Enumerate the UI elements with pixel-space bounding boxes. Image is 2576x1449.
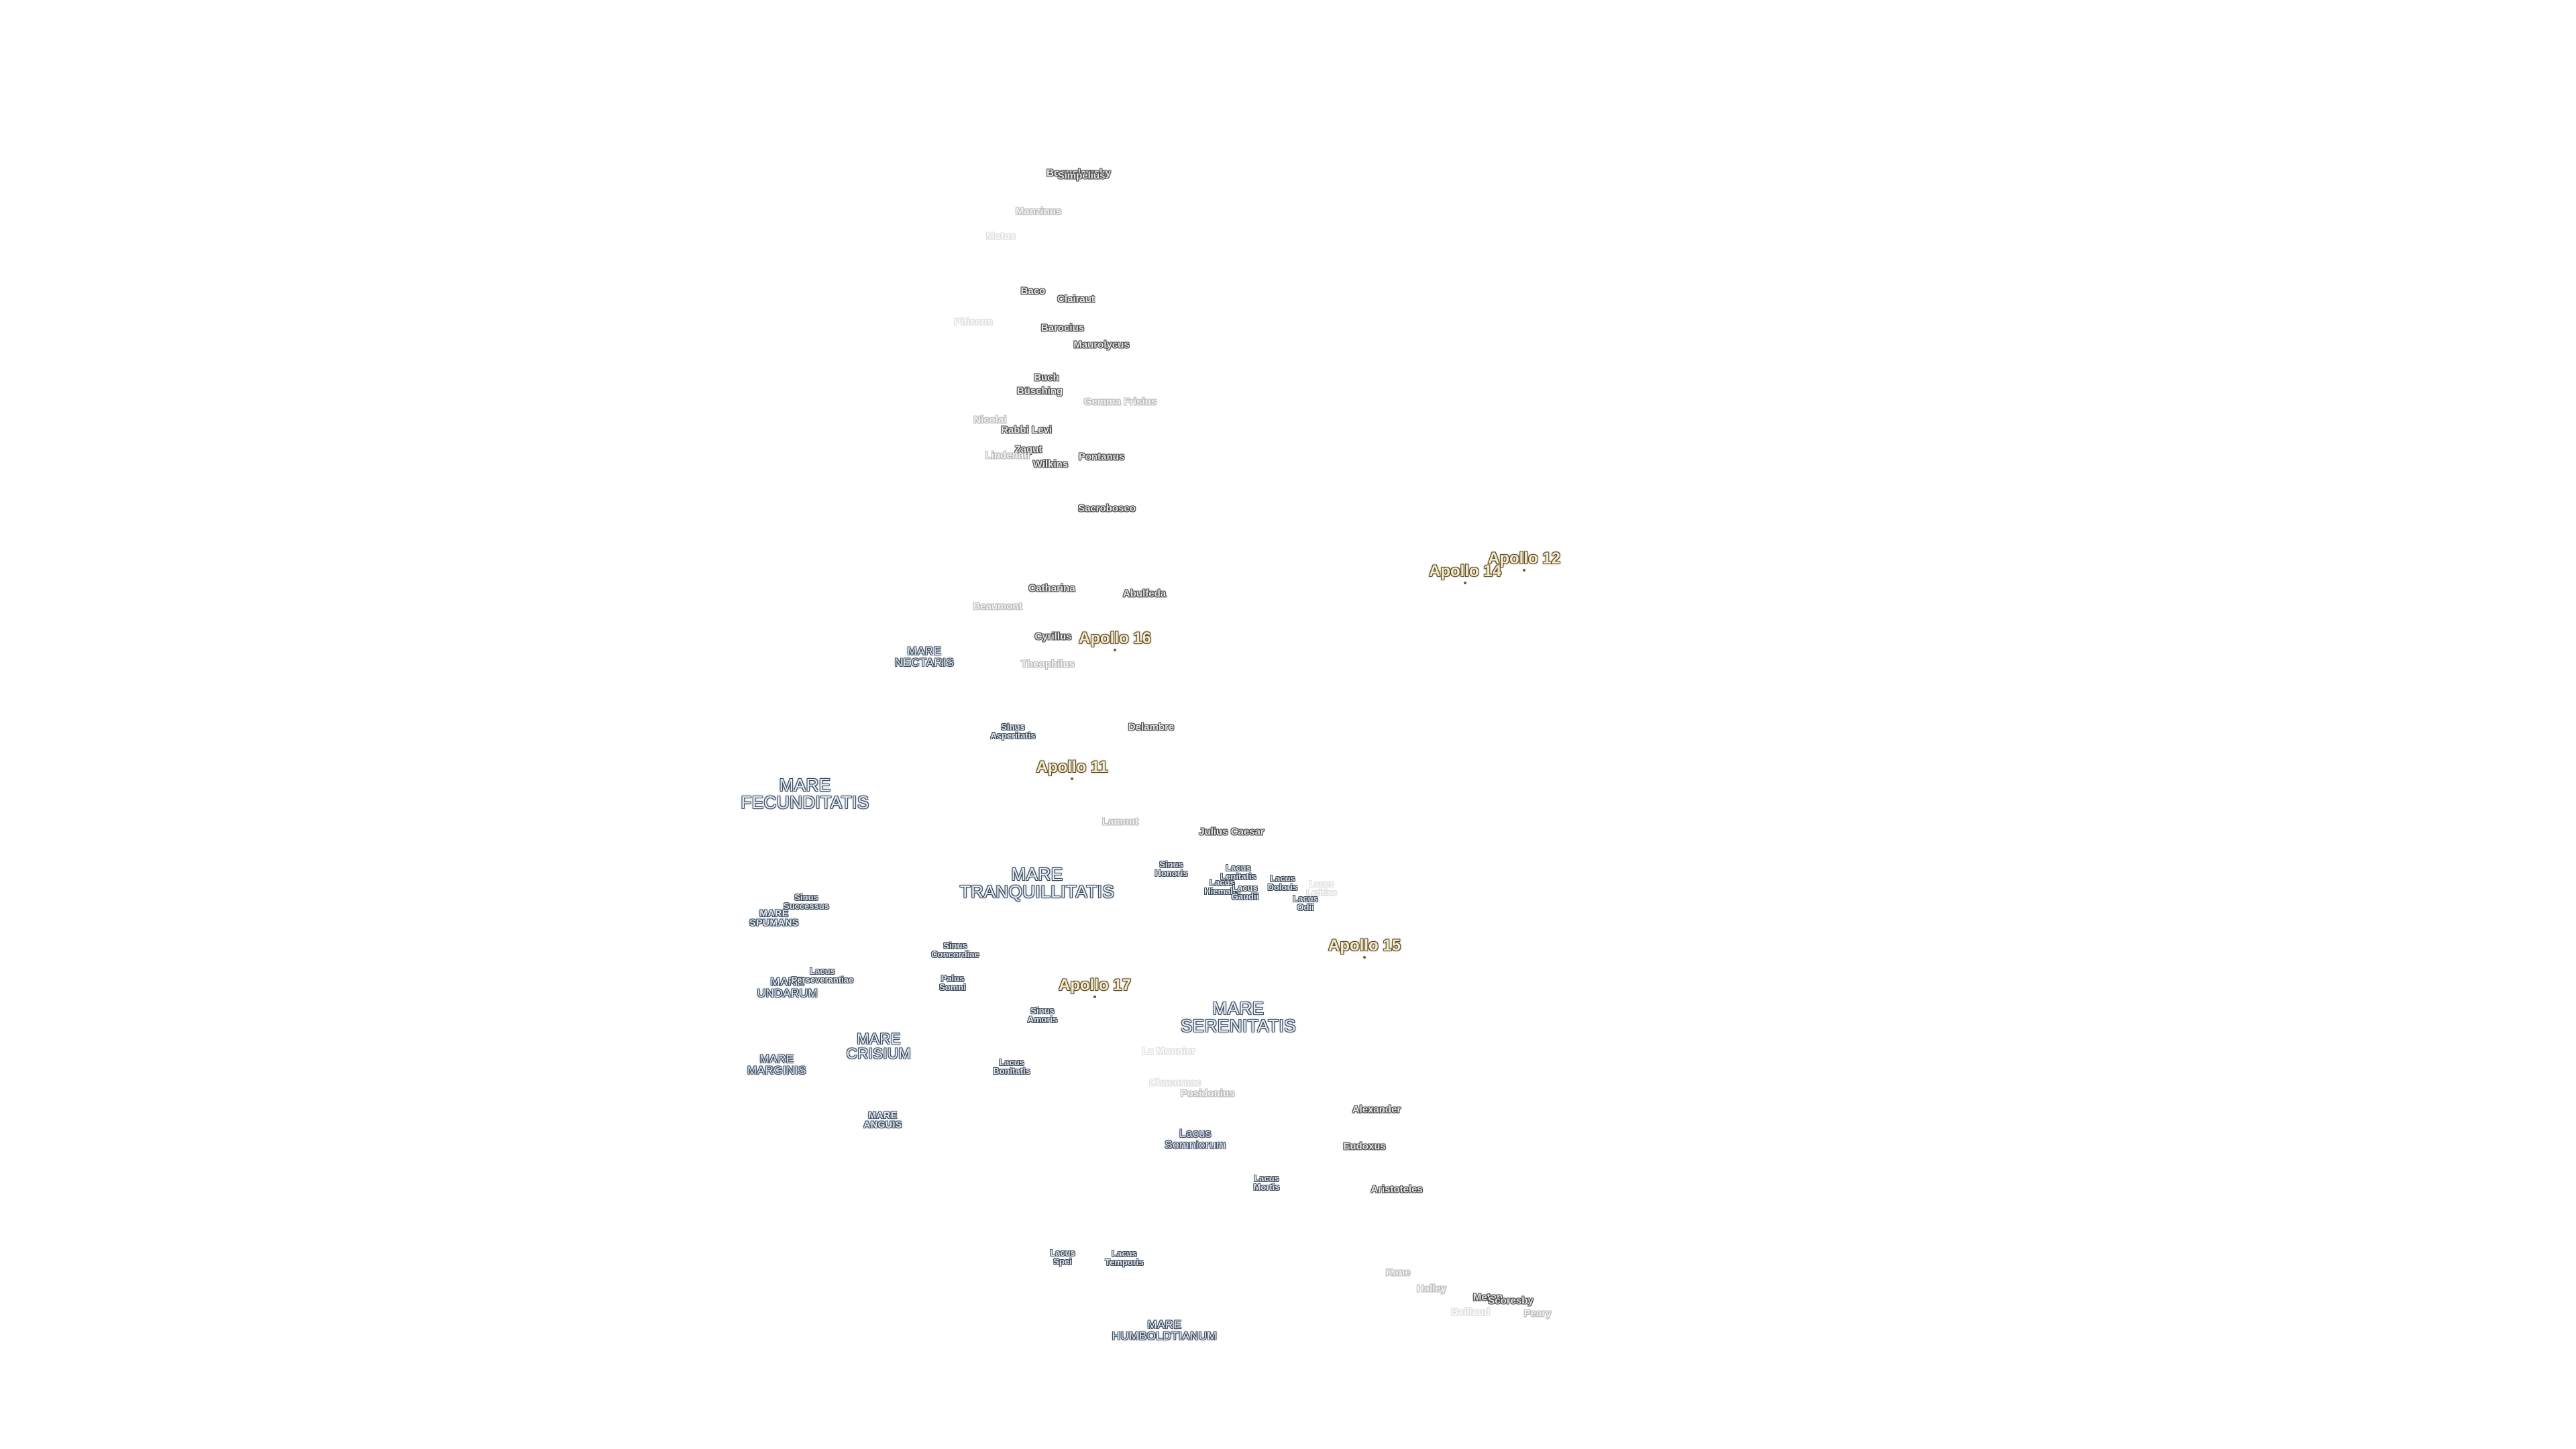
crater-label: Zagut (1014, 443, 1042, 455)
crater-label: Gemma Frisius (1083, 396, 1157, 408)
crater-label: Baco (1020, 285, 1046, 297)
lacus-lenitatis-label: Lacus Lenitatis (1220, 863, 1256, 881)
crater-label: Lamont (1102, 816, 1139, 828)
mare-humboldtianum-label: MARE HUMBOLDTIANUM (1112, 1318, 1218, 1342)
crater-label: Clairaut (1057, 293, 1095, 305)
lacus-hiemalis-label: Lacus Hiemalis (1204, 877, 1240, 896)
mare-nectaris-label: MARE NECTARIS (894, 645, 955, 669)
apollo-12-marker[interactable] (1523, 569, 1525, 572)
apollo-14-label[interactable]: Apollo 14 (1428, 562, 1502, 580)
mare-spumans-label: MARE SPUMANS (749, 908, 799, 928)
crater-label: Meton (1472, 1291, 1503, 1303)
mare-tranquillitatis-label: MARE TRANQUILLITATIS (959, 864, 1115, 902)
crater-label: Cyrillus (1034, 631, 1072, 643)
apollo-12-label[interactable]: Apollo 12 (1487, 549, 1561, 568)
crater-label: Büsching (1016, 385, 1063, 397)
mare-fecunditatis-label: MARE FECUNDITATIS (741, 775, 869, 812)
lacus-spei-label: Lacus Spei (1050, 1248, 1075, 1267)
sinus-amoris-label: Sinus Amoris (1027, 1006, 1058, 1024)
mare-crisium-label: MARE CRISIUM (846, 1030, 912, 1062)
crater-label: Mutus (985, 230, 1016, 242)
crater-label: Kane (1385, 1267, 1411, 1279)
crater-label: Posidonius (1180, 1087, 1235, 1099)
crater-label: Baillaud (1450, 1306, 1491, 1318)
crater-label: Nicolai (973, 414, 1007, 426)
crater-label: Barocius (1040, 322, 1085, 334)
apollo-17-marker[interactable] (1093, 996, 1096, 998)
lacus-bonitatis-label: Lacus Bonitatis (993, 1057, 1030, 1076)
crater-label: Aristoteles (1371, 1183, 1423, 1195)
sinus-concordiae-label: Sinus Concordiae (931, 941, 979, 959)
crater-label: Alexander (1352, 1104, 1401, 1116)
mare-serenitatis-label: MARE SERENITATIS (1180, 998, 1297, 1036)
lacus-doloris-label: Lacus Doloris (1267, 873, 1298, 892)
crater-label: Scoresby (1488, 1295, 1534, 1307)
apollo-11-label[interactable]: Apollo 11 (1036, 758, 1108, 776)
crater-label: Pitiscus (954, 316, 993, 328)
palus-somni-label: Palus Somni (939, 973, 966, 992)
crater-label: Manzinus (1015, 205, 1062, 217)
apollo-16-marker[interactable] (1114, 649, 1116, 651)
lacus-perseverantiae-label: Lacus Perseverantiae (791, 966, 854, 985)
crater-label: Maurolycus (1073, 339, 1130, 351)
lacus-temporis-label: Lacus Temporis (1105, 1248, 1144, 1267)
crater-label: Sacrobosco (1078, 502, 1136, 515)
crater-label: Peary (1523, 1307, 1552, 1320)
crater-label: Delambre (1128, 721, 1175, 733)
lacus-mortis-label: Lacus Mortis (1253, 1173, 1280, 1192)
crater-label: Rabbi Levi (1001, 424, 1052, 436)
crater-label: Wilkins (1032, 458, 1069, 470)
lacus-odii-label: Lacus Odii (1293, 894, 1318, 912)
crater-label: Beaumont (973, 600, 1022, 612)
mare-marginis-label: MARE MARGINIS (747, 1053, 807, 1077)
apollo-15-label[interactable]: Apollo 15 (1328, 936, 1401, 955)
crater-label: Eudoxus (1343, 1140, 1386, 1152)
crater-label: La Monnier (1141, 1045, 1196, 1057)
apollo-14-marker[interactable] (1464, 582, 1466, 584)
sinus-honoris-label: Sinus Honoris (1155, 859, 1188, 878)
crater-label: Catharina (1028, 582, 1075, 594)
crater-label: Theophilus (1021, 658, 1075, 670)
crater-label: Julius Caesar (1199, 826, 1265, 838)
apollo-16-label[interactable]: Apollo 16 (1078, 629, 1152, 647)
crater-label: Pontanus (1078, 451, 1125, 463)
crater-label: Chacornac (1149, 1077, 1201, 1089)
crater-label: Buch (1034, 372, 1059, 384)
lacus-gaudii-label: Lacus Gaudii (1231, 883, 1259, 902)
apollo-15-marker[interactable] (1363, 956, 1366, 959)
crater-label: Halley (1416, 1283, 1447, 1295)
lacus-somniorum-label: Lacus Somniorum (1165, 1127, 1226, 1151)
apollo-17-label[interactable]: Apollo 17 (1058, 976, 1132, 994)
mare-undarum-label: MARE UNDARUM (757, 975, 818, 1000)
crater-label: Abulfeda (1122, 588, 1167, 600)
lacus-letitiae-label: Lacus Letitiae (1306, 879, 1337, 898)
sinus-successus-label: Sinus Successus (784, 892, 829, 911)
crater-label: Lindenau (985, 449, 1030, 462)
mare-anguis-label: MARE ANGUIS (863, 1110, 902, 1130)
sinus-asperitatis-label: Sinus Asperitatis (990, 722, 1036, 741)
crater-label: Boguslawsky (1046, 167, 1111, 179)
apollo-11-marker[interactable] (1071, 777, 1073, 780)
crater-label: Simpelius (1057, 170, 1106, 182)
